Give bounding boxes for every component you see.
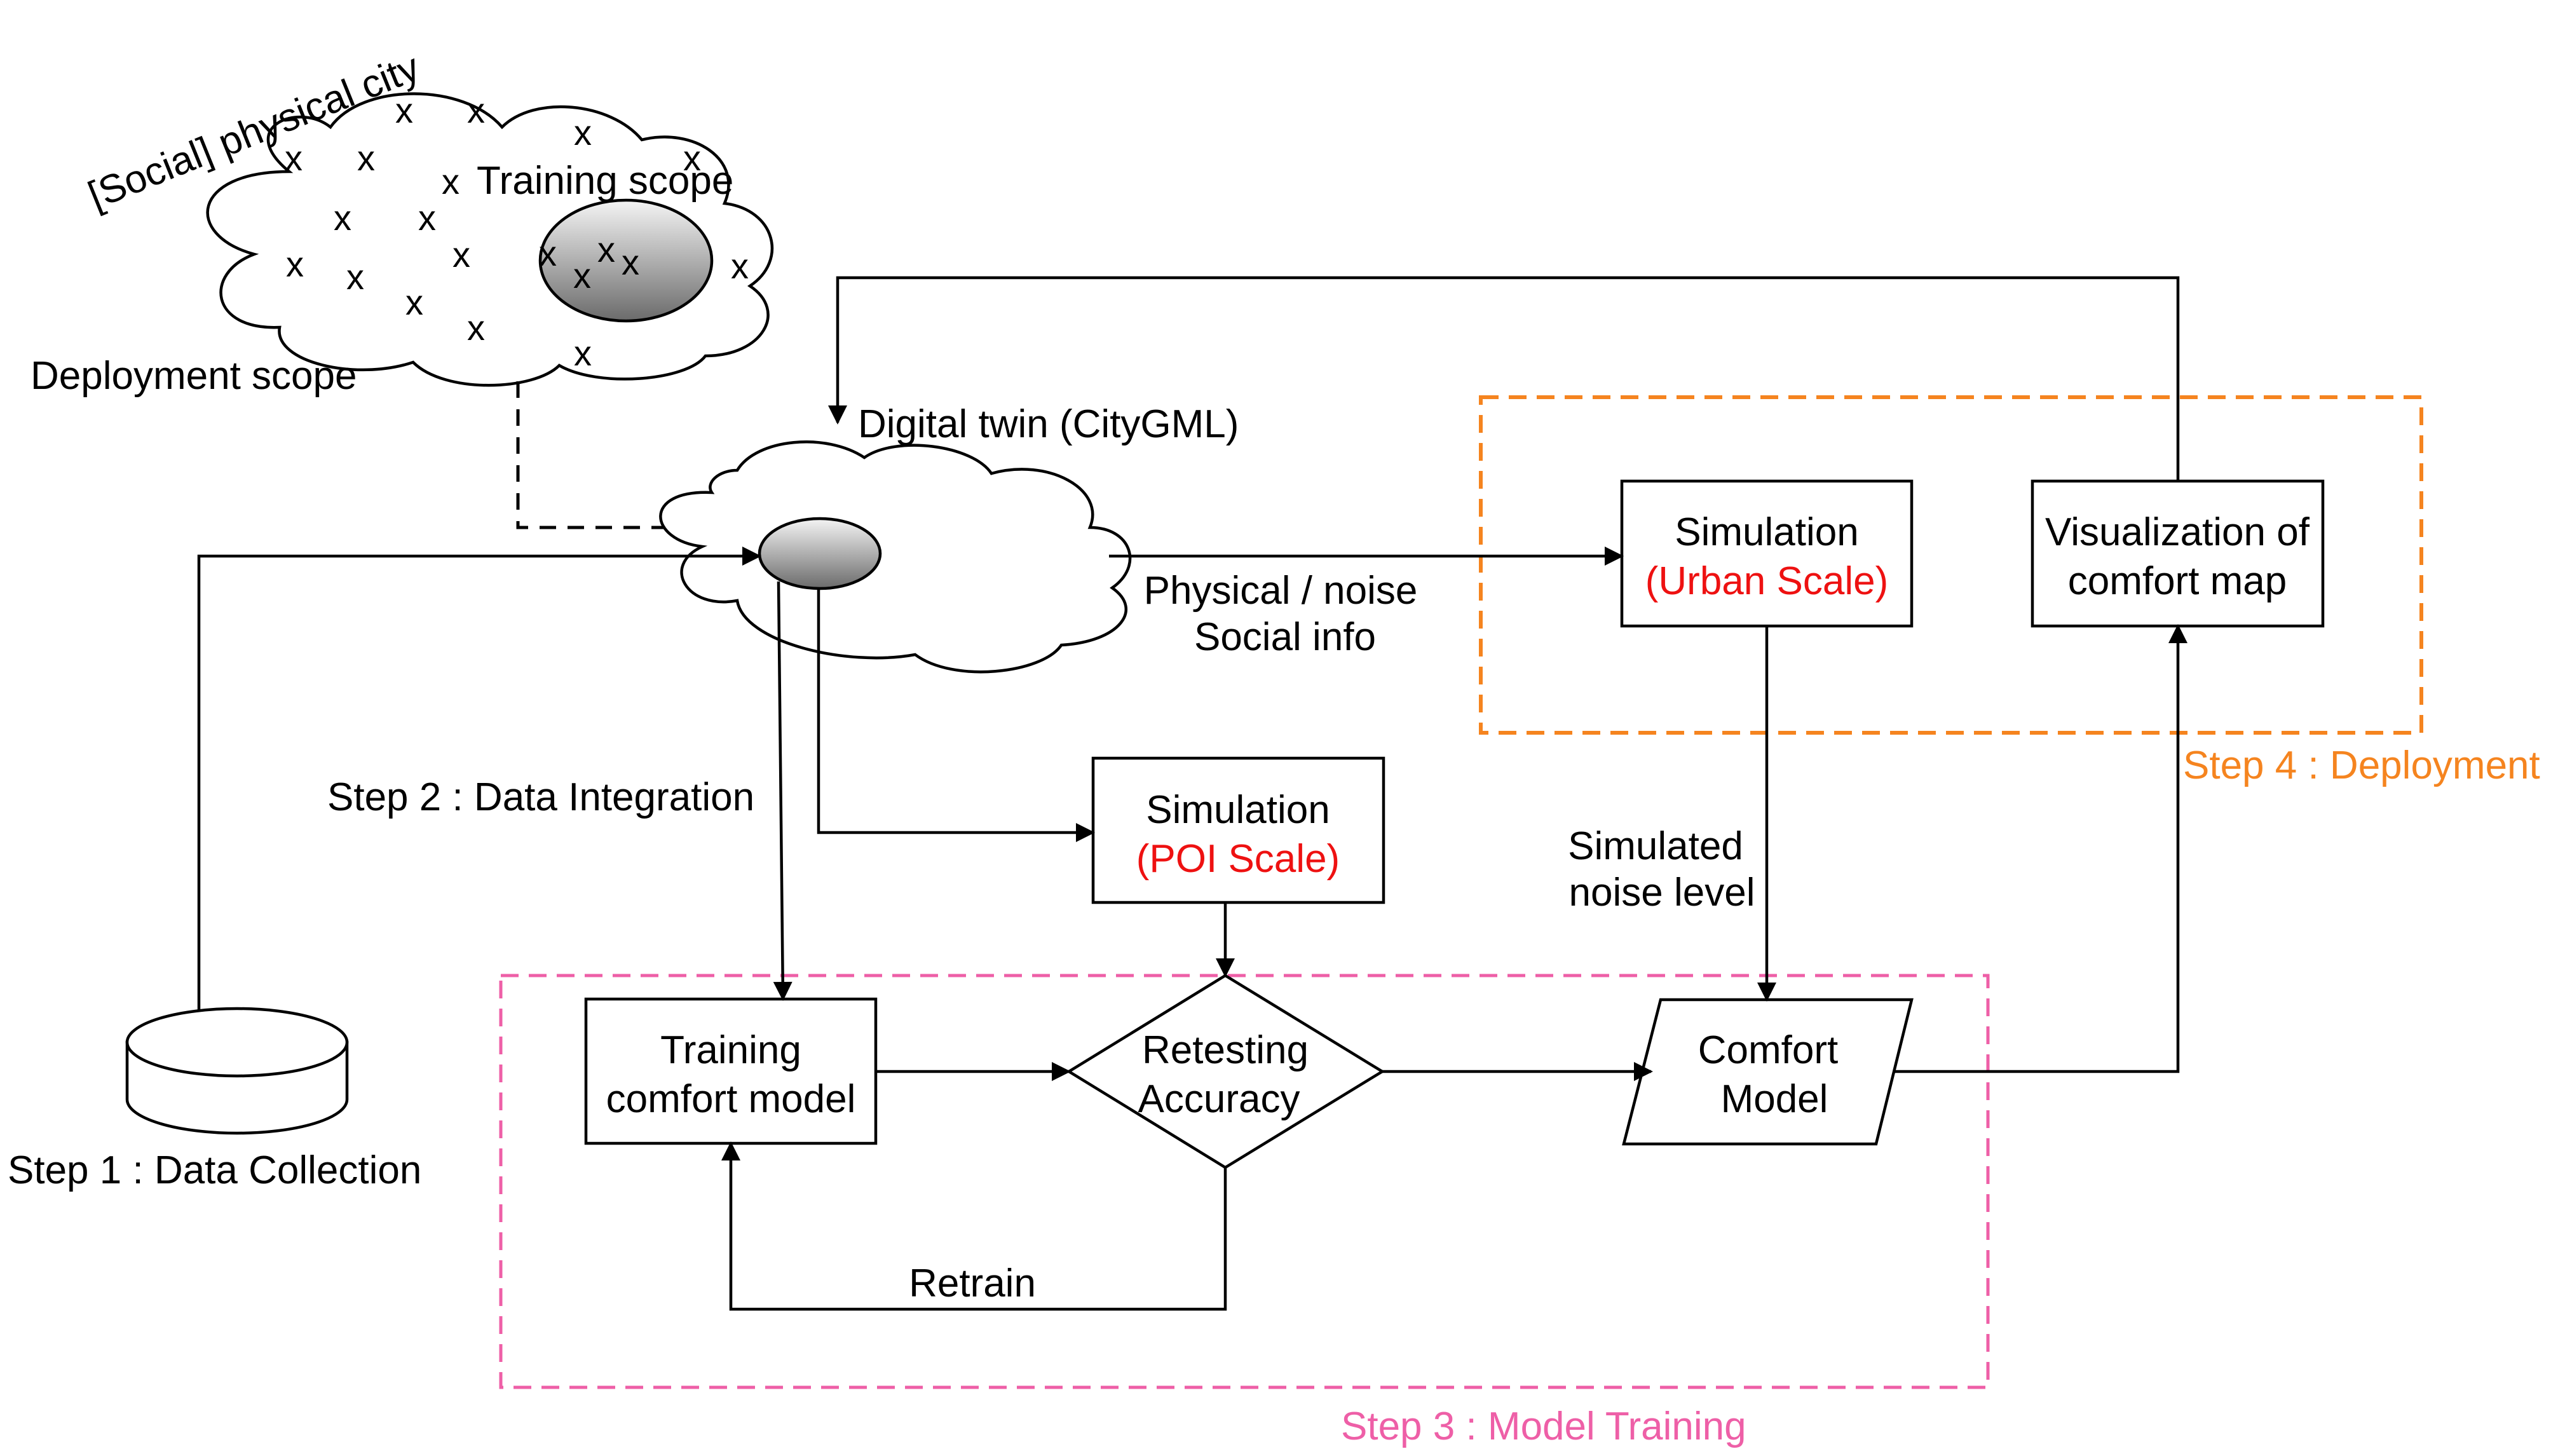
sample-mark: x bbox=[467, 90, 485, 130]
city-to-twin-dashed-link bbox=[516, 381, 667, 529]
deployment-scope-label: Deployment scope bbox=[31, 354, 357, 398]
sample-mark: x bbox=[573, 255, 591, 296]
step3-label: Step 3 : Model Training bbox=[1341, 1405, 1746, 1448]
simulation-urban-line2: (Urban Scale) bbox=[1645, 559, 1888, 603]
sample-mark: x bbox=[442, 161, 459, 201]
sample-mark: x bbox=[334, 198, 351, 238]
visualization-box bbox=[2031, 479, 2325, 628]
retrain-label: Retrain bbox=[909, 1262, 1036, 1305]
retesting-line1: Retesting bbox=[1142, 1028, 1309, 1072]
simulation-poi-line1: Simulation bbox=[1146, 788, 1330, 832]
sample-mark: x bbox=[622, 242, 639, 282]
simulation-poi-box bbox=[1091, 756, 1385, 904]
sample-marks: x x x x x x x x x x x x x x x x x x x x bbox=[285, 90, 749, 373]
step2-label: Step 2 : Data Integration bbox=[327, 775, 754, 819]
comfort-model-line2: Model bbox=[1721, 1077, 1828, 1121]
step4-region bbox=[1479, 395, 2423, 735]
sample-mark: x bbox=[285, 138, 303, 178]
sample-mark: x bbox=[286, 244, 304, 284]
simulation-poi-line2: (POI Scale) bbox=[1136, 837, 1340, 881]
simulated-noise-line1: Simulated bbox=[1568, 824, 1743, 868]
training-scope-ellipse bbox=[538, 198, 714, 323]
physical-city-cloud bbox=[206, 92, 774, 387]
sample-mark: x bbox=[597, 229, 615, 269]
info-label-line1: Physical / noise bbox=[1144, 569, 1418, 613]
sample-mark: x bbox=[574, 112, 592, 153]
simulated-noise-line2: noise level bbox=[1569, 871, 1755, 915]
training-scope-label: Training scope bbox=[477, 159, 733, 203]
arrow-retrain-loop bbox=[721, 1141, 1227, 1311]
arrow-twin-to-training bbox=[773, 581, 793, 1001]
training-comfort-model-box bbox=[584, 997, 878, 1145]
comfort-model-parallelogram bbox=[1622, 998, 1914, 1146]
sample-mark: x bbox=[574, 333, 592, 373]
sample-mark: x bbox=[731, 246, 749, 286]
visualization-line2: comfort map bbox=[2068, 559, 2287, 603]
sample-mark: x bbox=[357, 138, 375, 178]
sample-mark: x bbox=[539, 233, 557, 273]
info-label-line2: Social info bbox=[1194, 615, 1376, 659]
sample-mark: x bbox=[683, 138, 701, 178]
sample-mark: x bbox=[346, 257, 364, 297]
connectors bbox=[197, 276, 2187, 1311]
arrow-comfort-model-to-visualization bbox=[1894, 624, 2187, 1073]
digital-twin-core bbox=[758, 517, 882, 590]
arrow-visualization-to-twin bbox=[828, 276, 2180, 481]
sample-mark: x bbox=[467, 308, 485, 348]
arrow-twin-to-poi-simulation bbox=[817, 589, 1095, 842]
arrow-database-to-twin bbox=[197, 547, 761, 1010]
step3-region bbox=[499, 974, 1990, 1389]
training-model-line1: Training bbox=[660, 1028, 801, 1072]
sample-mark: x bbox=[418, 198, 436, 238]
training-model-line2: comfort model bbox=[606, 1077, 856, 1121]
step1-label: Step 1 : Data Collection bbox=[8, 1148, 421, 1192]
sample-mark: x bbox=[405, 282, 423, 322]
sample-mark: x bbox=[395, 90, 413, 130]
step4-label: Step 4 : Deployment bbox=[2183, 744, 2540, 787]
database-cylinder bbox=[125, 1007, 349, 1135]
comfort-model-line1: Comfort bbox=[1698, 1028, 1838, 1072]
retesting-line2: Accuracy bbox=[1138, 1077, 1300, 1121]
digital-twin-label: Digital twin (CityGML) bbox=[858, 402, 1239, 446]
simulation-urban-line1: Simulation bbox=[1675, 510, 1858, 554]
sample-mark: x bbox=[452, 235, 470, 275]
visualization-line1: Visualization of bbox=[2045, 510, 2310, 554]
simulation-urban-box bbox=[1620, 479, 1914, 628]
